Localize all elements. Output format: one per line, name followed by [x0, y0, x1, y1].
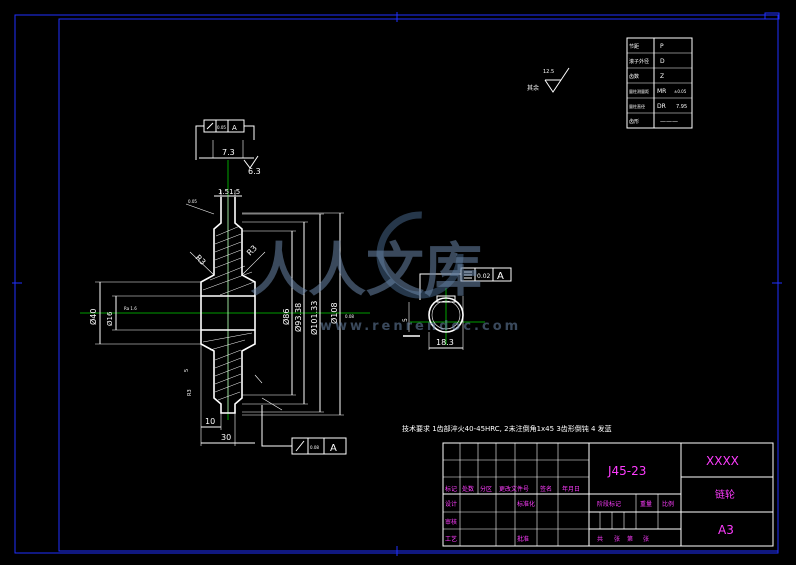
dim-d16: Ø16 — [106, 311, 114, 326]
tb-header-3: 更改文件号 — [499, 485, 529, 493]
dim-c1: 5 — [184, 369, 190, 372]
watermark-chars: 人人文库 — [250, 236, 482, 304]
dim-r3-left: R3 — [194, 253, 208, 267]
corner-mark — [764, 12, 780, 20]
tb-weight-label: 重量 — [640, 500, 652, 508]
param-value-2: Z — [660, 73, 664, 80]
param-value-4: DR — [657, 103, 666, 110]
tol-bottom-value: 0.08 — [310, 445, 319, 450]
param-label-5: 齿形 — [629, 118, 639, 125]
tb-scale-label: 比例 — [662, 500, 674, 508]
dim-d93: Ø93.38 — [293, 303, 303, 332]
inner-border — [58, 18, 779, 552]
title-block: 标记 处数 分区 更改文件号 签名 年月日 设计 标准化 审核 工艺 批准 阶段… — [442, 442, 774, 547]
dim-d101: Ø101.33 — [309, 301, 319, 335]
tb-stage-label: 阶段标记 — [597, 500, 621, 508]
param-value-3: MR — [657, 88, 666, 95]
dim-keyway-depth: 18.3 — [436, 338, 454, 347]
dim-runout-note: 0.08 — [345, 314, 354, 319]
param-value-1: D — [660, 58, 665, 65]
param-label-2: 齿数 — [629, 73, 639, 80]
tb-name-placeholder: XXXX — [706, 454, 739, 468]
tb-row-review: 审核 — [445, 518, 457, 526]
param-label-3: 量柱测量距 — [629, 88, 649, 94]
parameter-table: 节距 P 滚子外径 D 齿数 Z 量柱测量距 MR ±0.05 量柱直径 DR … — [626, 37, 693, 129]
dim-d40: Ø40 — [88, 309, 98, 325]
dim-keyway-width: 5 — [402, 318, 409, 322]
tb-row-standard: 标准化 — [517, 500, 535, 508]
dim-c2: R3 — [187, 389, 193, 396]
dim-d86: Ø86 — [281, 309, 291, 325]
dim-hub-width: 7.3 — [222, 148, 235, 157]
flatness-datum: A — [497, 271, 504, 282]
dim-w30: 30 — [221, 433, 231, 442]
param-value-0: P — [660, 43, 664, 50]
tol-top-value: 0.05 — [217, 125, 226, 130]
param-value-5: ——— — [660, 118, 678, 125]
tb-header-1: 处数 — [462, 485, 474, 493]
tb-sheet-label: 张 — [614, 535, 620, 543]
dim-small-note: Ra 1.6 — [124, 306, 137, 311]
tb-row-design: 设计 — [445, 500, 457, 508]
roughness-value: 12.5 — [543, 69, 554, 75]
watermark-logo: 人人文库 www.renrendoc.com — [250, 211, 521, 334]
tb-header-2: 分区 — [480, 485, 492, 493]
dim-d108: Ø108 — [329, 302, 339, 324]
flatness-value: 0.02 — [477, 273, 491, 280]
roughness-symbol-general: 12.5 其余 — [527, 67, 570, 93]
param-extra-3: ±0.05 — [674, 89, 687, 94]
dim-tooth-width: 1.51.5 — [218, 188, 240, 196]
sprocket-section-view: Ø40 Ø16 Ra 1.6 Ø86 Ø93.38 Ø101.33 Ø108 0… — [80, 140, 370, 446]
roughness-label: 其余 — [527, 84, 539, 92]
tb-row-process: 工艺 — [445, 535, 457, 543]
tb-sheet-size: A3 — [718, 523, 734, 537]
tb-part-name: 链轮 — [715, 488, 735, 501]
tb-page-label: 第 — [627, 535, 633, 543]
tol-top-datum: A — [232, 124, 237, 132]
tb-header-4: 签名 — [540, 485, 552, 493]
param-extra-4: 7.95 — [676, 104, 687, 110]
dim-top-note: 0.05 — [188, 199, 197, 204]
tb-header-0: 标记 — [445, 485, 457, 493]
tb-drawing-no: J45-23 — [607, 464, 646, 478]
tb-header-5: 年月日 — [562, 485, 580, 493]
tech-requirements: 技术要求 1齿部淬火40-45HRC, 2未注倒角1x45 3齿形倒钝 4 发蓝 — [402, 424, 612, 433]
bore-end-view: 5 18.3 0.02 A — [402, 267, 512, 350]
dim-hub-roughness: 6.3 — [248, 167, 261, 176]
tolerance-frame-top: 0.05 A — [195, 119, 255, 160]
tb-row-approve: 批准 — [517, 535, 529, 543]
tol-bottom-datum: A — [330, 443, 337, 454]
param-label-1: 滚子外径 — [629, 58, 649, 65]
param-label-0: 节距 — [629, 44, 639, 50]
tolerance-frame-bottom: 0.08 A — [261, 405, 347, 455]
param-label-4: 量柱直径 — [629, 103, 645, 109]
tb-sheets-label: 共 — [597, 535, 603, 543]
tb-page-sheet-label: 张 — [643, 535, 649, 543]
watermark-url: www.renrendoc.com — [320, 319, 521, 334]
dim-w10: 10 — [205, 417, 215, 426]
